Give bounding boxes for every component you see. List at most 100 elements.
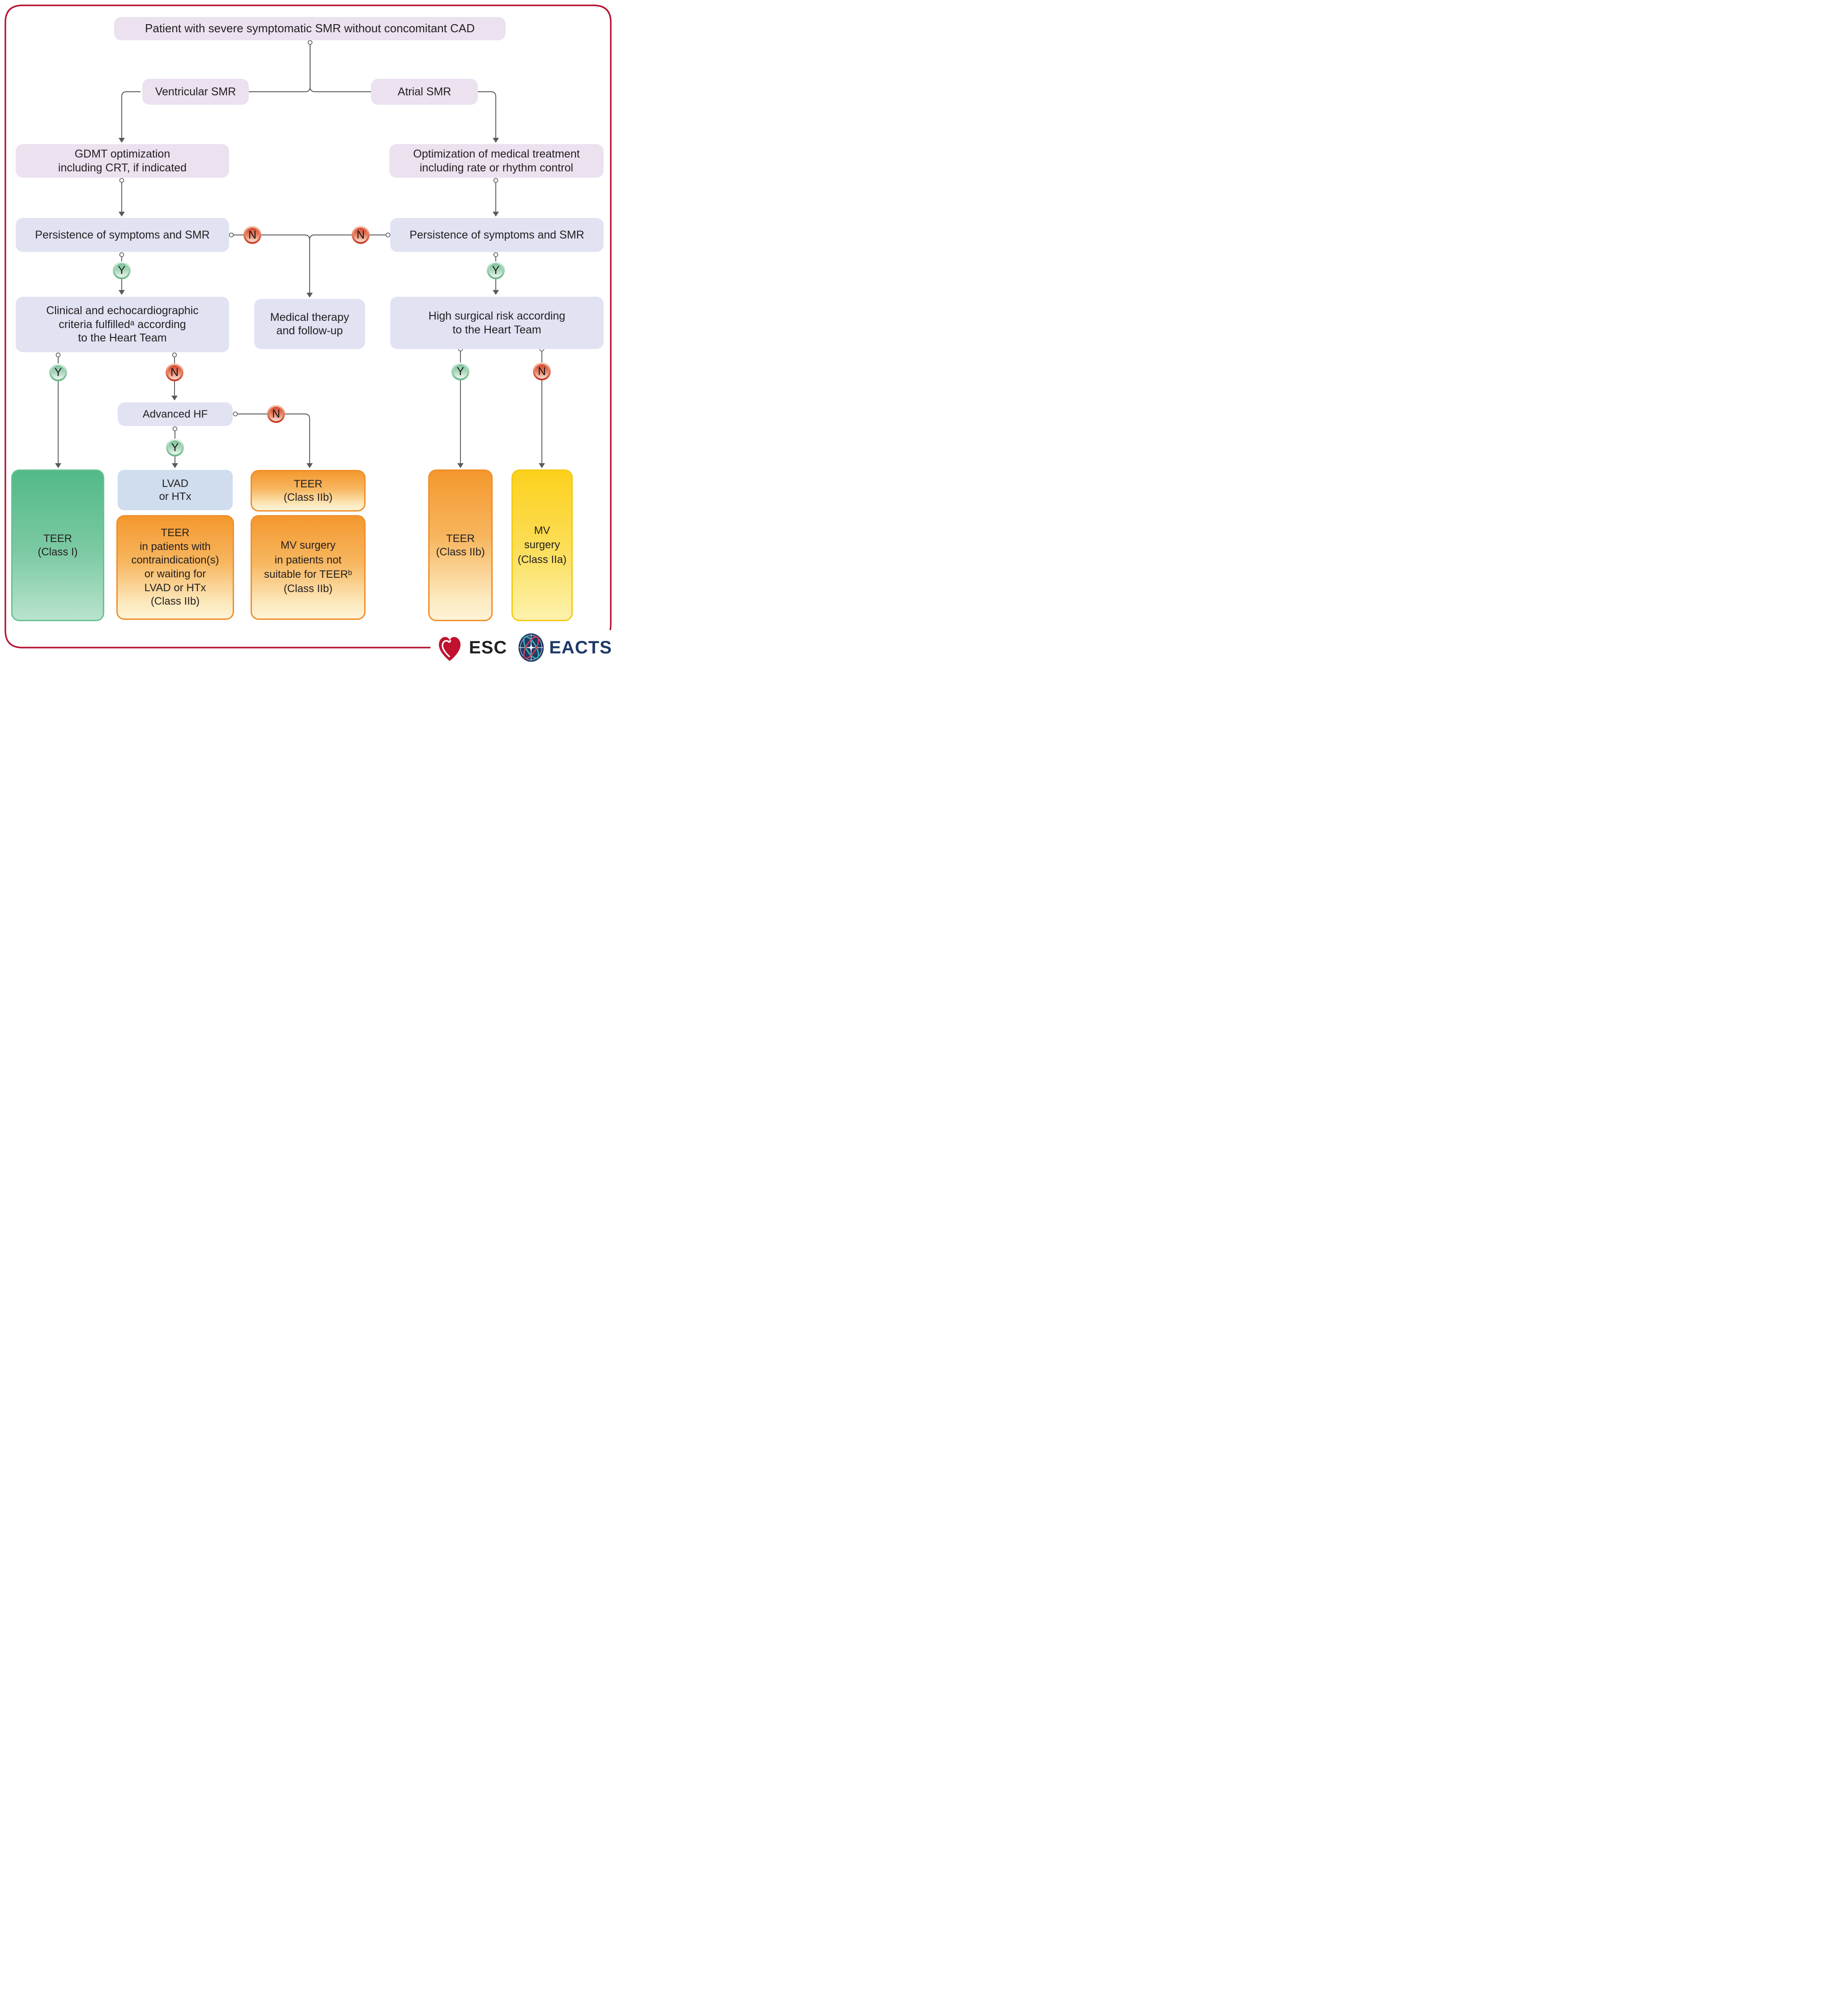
node-criteria-heart-team: Clinical and echocardiographic criteria …	[16, 297, 229, 352]
node-mv-surgery-not-suitable-label: MV surgery in patients not suitable for …	[264, 539, 352, 595]
connector-lines	[58, 44, 542, 464]
node-medical-therapy-label: Medical therapy and follow-up	[270, 311, 349, 337]
esc-logo-text: ESC	[469, 637, 507, 657]
badge-no-advanced-hf: N	[267, 405, 285, 423]
badge-inner	[245, 228, 260, 242]
node-ventricular-smr-label: Ventricular SMR	[155, 85, 236, 98]
node-persistence-left: Persistence of symptoms and SMR	[16, 218, 229, 252]
arrowhead	[457, 463, 464, 468]
badge-inner	[168, 440, 182, 455]
arrowhead	[493, 290, 499, 295]
badge-inner	[453, 364, 468, 379]
badge-no-criteria: N	[166, 363, 183, 381]
badge-yes-label: Y	[118, 264, 126, 277]
node-high-surgical-risk: High surgical risk according to the Hear…	[390, 297, 604, 349]
node-medical-therapy: Medical therapy and follow-up	[254, 299, 365, 349]
node-atrial-smr: Atrial SMR	[371, 79, 478, 105]
stub-circle	[493, 178, 498, 183]
arrowhead	[493, 212, 499, 217]
node-advanced-hf: Advanced HF	[118, 402, 233, 426]
node-lvad-htx-label: LVAD or HTx	[159, 477, 192, 503]
badge-inner	[115, 263, 129, 277]
node-teer-class-i: TEER (Class I)	[11, 469, 104, 621]
node-mv-surgery-not-suitable: MV surgery in patients not suitable for …	[251, 515, 366, 620]
node-teer-iib-right-label: TEER (Class IIb)	[436, 533, 485, 558]
badge-yes-label: Y	[171, 441, 179, 454]
stub-circle	[307, 40, 313, 45]
connector-stubs	[55, 40, 545, 431]
badge-yes-criteria: Y	[49, 363, 67, 381]
stub-circle	[119, 252, 124, 257]
badge-yes-label: Y	[54, 366, 62, 379]
eacts-globe-icon	[519, 633, 544, 662]
node-atrial-smr-label: Atrial SMR	[397, 85, 451, 98]
badge-no-persistence-left: N	[243, 226, 261, 244]
node-root: Patient with severe symptomatic SMR with…	[114, 17, 506, 40]
badge-inner	[489, 263, 503, 277]
node-teer-contraindication: TEER in patients with contraindication(s…	[116, 515, 234, 620]
badge-no-label: N	[248, 228, 257, 241]
stub-circle	[119, 178, 124, 183]
stub-circle	[493, 252, 498, 257]
arrowhead	[172, 463, 178, 468]
badge-inner	[269, 407, 283, 421]
badge-inner	[353, 228, 368, 242]
connector-persistence-left-no	[233, 235, 310, 293]
node-medical-treatment-optimization: Optimization of medical treatment includ…	[389, 144, 604, 178]
node-persistence-right-label: Persistence of symptoms and SMR	[409, 228, 584, 241]
connector-root-to-atrial	[310, 44, 371, 92]
eacts-logo-text: EACTS	[549, 637, 612, 657]
node-medical-treatment-optimization-label: Optimization of medical treatment includ…	[413, 148, 580, 174]
arrowhead	[119, 212, 125, 217]
flowchart-smr-treatment: Patient with severe symptomatic SMR with…	[0, 0, 616, 665]
node-teer-iib-mid-label: TEER (Class IIb)	[283, 478, 333, 503]
badge-no-high-risk: N	[533, 363, 551, 380]
arrowhead	[539, 463, 545, 468]
stub-circle	[229, 232, 234, 238]
arrowhead	[55, 463, 61, 468]
node-lvad-htx: LVAD or HTx	[118, 470, 233, 510]
badge-yes-label: Y	[492, 264, 500, 277]
node-gdmt-optimization-label: GDMT optimization including CRT, if indi…	[58, 148, 187, 174]
badge-inner	[167, 365, 182, 380]
node-persistence-left-label: Persistence of symptoms and SMR	[35, 228, 210, 241]
node-criteria-heart-team-label: Clinical and echocardiographic criteria …	[46, 304, 199, 345]
connector-root-to-ventricular	[249, 44, 311, 92]
esc-heart-icon	[439, 637, 461, 661]
node-teer-iib-right: TEER (Class IIb)	[428, 469, 493, 621]
node-ventricular-smr: Ventricular SMR	[142, 79, 249, 105]
arrowhead	[493, 138, 499, 143]
node-teer-iib-mid: TEER (Class IIb)	[251, 470, 366, 512]
badge-no-label: N	[170, 366, 179, 379]
node-mv-surgery-iia-label: MV surgery (Class IIa)	[517, 524, 567, 566]
connector-atrial-to-optimization	[478, 91, 496, 138]
stub-circle	[233, 411, 238, 417]
connector-persistence-right-no	[309, 235, 386, 240]
node-persistence-right: Persistence of symptoms and SMR	[390, 218, 604, 252]
stub-circle	[55, 352, 61, 358]
node-teer-contraindication-label: TEER in patients with contraindication(s…	[131, 526, 219, 608]
arrowhead	[119, 290, 125, 295]
node-root-label: Patient with severe symptomatic SMR with…	[145, 21, 475, 35]
badge-no-label: N	[537, 365, 546, 378]
badge-yes-persistence-left: Y	[113, 261, 131, 279]
stub-circle	[385, 232, 391, 238]
badge-yes-persistence-right: Y	[487, 261, 505, 279]
badge-yes-advanced-hf: Y	[166, 439, 184, 456]
footer-logos: ESC EACTS	[433, 630, 614, 665]
connector-ventricular-to-gdmt	[121, 91, 141, 138]
stub-circle	[172, 352, 177, 358]
badge-inner	[51, 365, 65, 380]
badge-inner	[535, 364, 549, 379]
arrowheads	[55, 138, 545, 468]
badge-yes-label: Y	[456, 365, 464, 378]
badge-yes-high-risk: Y	[451, 363, 469, 380]
node-teer-class-i-label: TEER (Class I)	[38, 533, 78, 558]
badge-no-label: N	[356, 228, 365, 241]
connector-advancedhf-no-to-teer	[237, 414, 310, 464]
badge-no-persistence-right: N	[352, 226, 370, 244]
node-gdmt-optimization: GDMT optimization including CRT, if indi…	[16, 144, 229, 178]
node-high-surgical-risk-label: High surgical risk according to the Hear…	[428, 310, 566, 336]
arrowhead	[119, 138, 125, 143]
node-advanced-hf-label: Advanced HF	[142, 408, 208, 420]
